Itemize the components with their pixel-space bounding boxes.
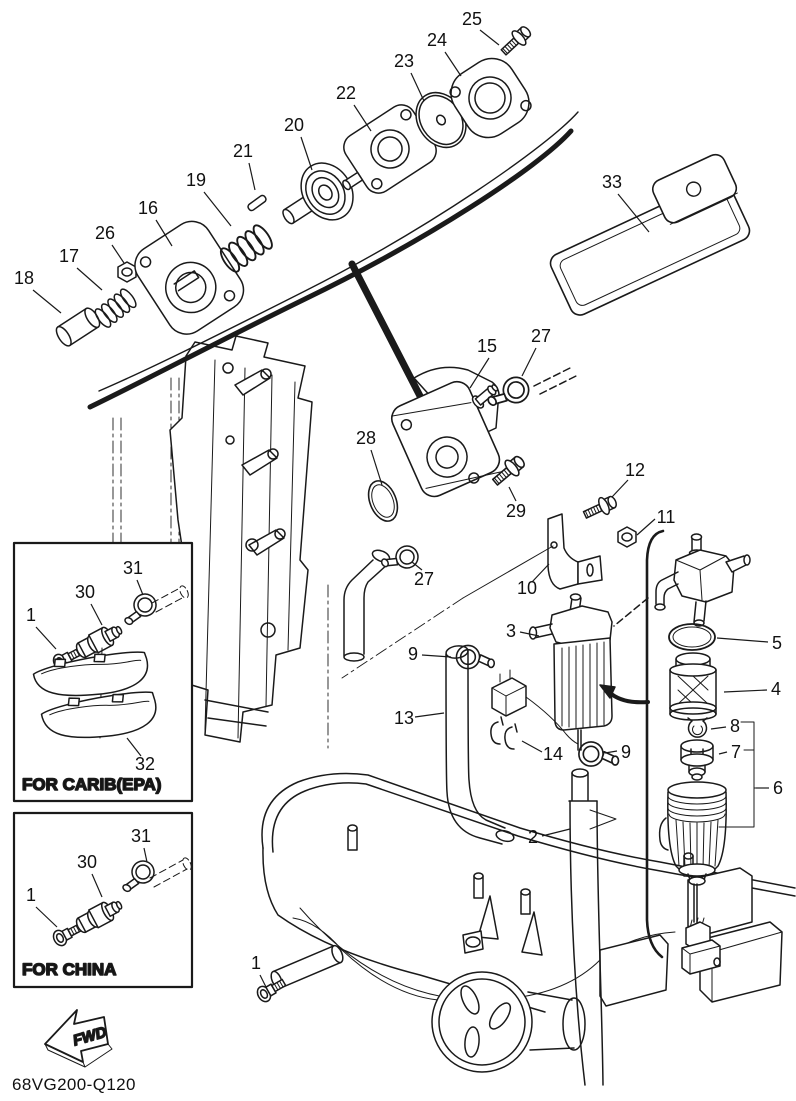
callout-leader xyxy=(541,828,571,837)
callout-leader xyxy=(353,104,372,132)
callout-number: 30 xyxy=(75,582,95,602)
callout-number: 31 xyxy=(123,558,143,578)
callout-number: 5 xyxy=(772,633,782,653)
callout-leader xyxy=(469,357,490,389)
callout-number: 33 xyxy=(602,172,622,192)
callout-number: 2 xyxy=(528,827,538,847)
callout-number: 1 xyxy=(26,885,36,905)
callout-number: 13 xyxy=(394,708,414,728)
inset-china: FOR CHINA xyxy=(12,811,194,989)
callout-leader xyxy=(710,726,727,730)
callout-number: 14 xyxy=(543,744,563,764)
inset-carib-label: FOR CARIB(EPA) xyxy=(22,775,161,794)
callout-leader xyxy=(521,347,537,377)
callout-leader xyxy=(91,873,103,898)
callout-leader xyxy=(370,449,383,486)
callout-leader xyxy=(136,579,144,596)
callout-leader xyxy=(155,219,173,247)
callout-number: 8 xyxy=(730,716,740,736)
callout-leader xyxy=(143,847,148,863)
callout-leader xyxy=(531,563,550,583)
callout-number: 4 xyxy=(771,679,781,699)
callout-number: 21 xyxy=(233,141,253,161)
fuel-filter-exploded xyxy=(645,529,766,975)
callout-number: 1 xyxy=(251,953,261,973)
part-code: 68VG200-Q120 xyxy=(12,1075,136,1094)
callout-number: 27 xyxy=(414,569,434,589)
callout-leader xyxy=(259,974,270,994)
callout-leader xyxy=(421,654,452,658)
callout-number: 15 xyxy=(477,336,497,356)
callout-leader xyxy=(716,637,769,643)
callout-leader xyxy=(617,193,650,233)
callout-number: 17 xyxy=(59,246,79,266)
callout-number: 28 xyxy=(356,428,376,448)
callout-number: 6 xyxy=(773,778,783,798)
callout-leader xyxy=(126,737,142,757)
callout-number: 26 xyxy=(95,223,115,243)
callout-number: 23 xyxy=(394,51,414,71)
callout-leader xyxy=(414,712,445,718)
callout-number: 12 xyxy=(625,460,645,480)
callout-number: 9 xyxy=(621,742,631,762)
callout-number: 11 xyxy=(657,507,676,527)
bottom-cowling xyxy=(254,772,796,1073)
callout-leader xyxy=(90,603,103,626)
fuel-pump xyxy=(341,366,637,679)
callout-number: 30 xyxy=(77,852,97,872)
callout-number: 16 xyxy=(138,198,158,218)
inset-carib: FOR CARIB(EPA) xyxy=(12,541,194,803)
callout-leader xyxy=(519,631,540,637)
callout-number: 32 xyxy=(135,754,155,774)
callout-leader xyxy=(611,479,629,498)
callout-leader xyxy=(32,289,62,314)
callout-number: 19 xyxy=(186,170,206,190)
callout-number: 18 xyxy=(14,268,34,288)
callout-leader xyxy=(248,162,256,191)
callout-leader xyxy=(604,750,618,754)
callout-leader xyxy=(479,29,500,46)
callout-number: 20 xyxy=(284,115,304,135)
callout-leader xyxy=(35,626,57,650)
callout-leader xyxy=(636,518,656,536)
callout-number: 24 xyxy=(427,30,447,50)
callout-number: 25 xyxy=(462,9,482,29)
callout-number: 27 xyxy=(531,326,551,346)
callout-number: 31 xyxy=(131,826,151,846)
callout-leader xyxy=(723,689,768,693)
callout-number: 3 xyxy=(506,621,516,641)
callout-number: 29 xyxy=(506,501,526,521)
callout-leader xyxy=(411,561,423,571)
check-valve-assembly xyxy=(55,22,536,347)
callout-leader xyxy=(203,191,232,227)
callout-number: 9 xyxy=(408,644,418,664)
callout-leader xyxy=(521,740,543,753)
callout-leader xyxy=(35,906,58,928)
fwd-arrow: FWD xyxy=(44,1009,113,1068)
callout-leader xyxy=(300,136,313,171)
divider-line xyxy=(87,111,579,410)
callout-leader xyxy=(444,51,462,77)
callout-leader xyxy=(508,486,517,502)
callout-number: 1 xyxy=(26,605,36,625)
pointer-arrow xyxy=(348,260,435,419)
tool-pouch xyxy=(549,153,751,316)
callout-leader xyxy=(76,267,103,291)
callout-leader xyxy=(718,751,728,755)
callout-number: 7 xyxy=(731,742,741,762)
inset-china-label: FOR CHINA xyxy=(22,960,116,979)
callout-number: 10 xyxy=(517,578,537,598)
callout-leader xyxy=(111,244,125,264)
fuel-hoses-and-filter xyxy=(343,541,650,1086)
callout-leader xyxy=(410,72,425,102)
callout-number: 22 xyxy=(336,83,356,103)
